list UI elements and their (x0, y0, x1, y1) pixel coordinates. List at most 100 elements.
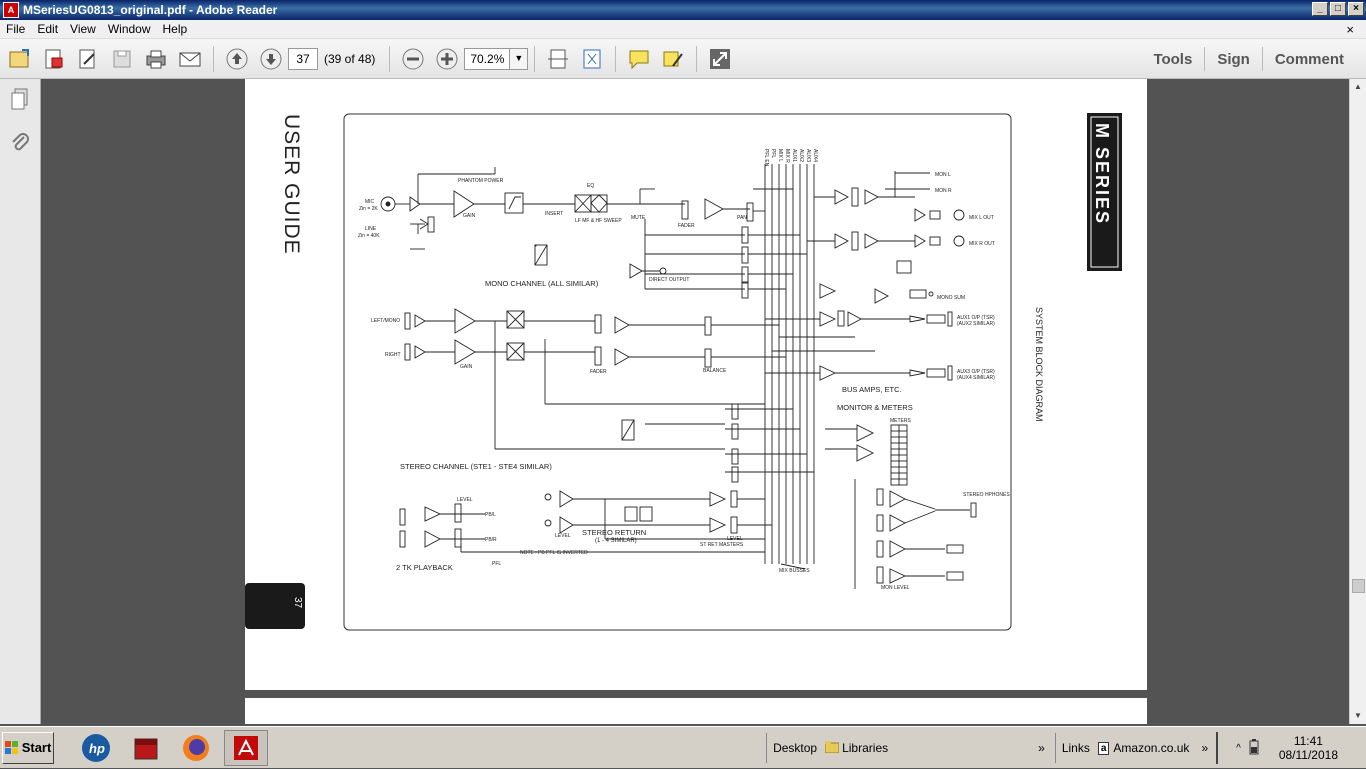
zoom-dropdown-icon[interactable]: ▼ (510, 47, 529, 70)
menu-help[interactable]: Help (162, 22, 188, 36)
clock[interactable]: 11:41 08/11/2018 (1279, 734, 1338, 762)
tray-separator (1216, 732, 1219, 764)
scroll-up-icon[interactable]: ▲ (1350, 79, 1366, 95)
bus-label: AUX3 (805, 149, 811, 162)
page-thumbnails-icon[interactable] (8, 87, 32, 114)
stereo-return-subtitle: (1 - 4 SIMILAR) (595, 538, 637, 544)
toolbar-separator (534, 45, 536, 72)
insert-label: INSERT (545, 211, 563, 217)
attachments-icon[interactable] (8, 131, 32, 158)
highlight-icon[interactable] (659, 45, 687, 73)
more-chevron-icon[interactable]: » (1201, 741, 1209, 755)
eq-label: EQ (587, 183, 594, 189)
phantom-label: PHANTOM POWER (458, 178, 504, 184)
masters (765, 171, 965, 381)
page-number-input[interactable]: 37 (288, 47, 318, 70)
vertical-scrollbar[interactable]: ▲ ▼ (1349, 79, 1366, 724)
meters-label: METERS (890, 418, 912, 424)
desktop-toolbar[interactable]: Desktop (773, 741, 818, 755)
fader-label: FADER (678, 223, 695, 229)
previous-page-icon[interactable] (223, 45, 251, 73)
clock-date: 08/11/2018 (1278, 748, 1338, 762)
page-count: (39 of 48) (324, 51, 376, 66)
sign-link[interactable]: Sign (1217, 50, 1250, 68)
system-tray: Desktop Libraries » Links a Amazon.co.uk… (766, 727, 1366, 769)
menu-view[interactable]: View (70, 22, 96, 36)
mute-label: MUTE (631, 215, 646, 221)
fit-page-icon[interactable] (578, 45, 606, 73)
start-button[interactable]: Start (2, 731, 54, 764)
close-document-button[interactable]: × (1346, 22, 1354, 37)
monitor-meters (825, 424, 977, 589)
m-series-logo (1087, 113, 1122, 271)
bus-labels: PFL EN PFL MIX L MIX R AUX1 AUX2 AUX3 AU… (763, 149, 818, 167)
diagram-frame (343, 113, 1012, 631)
mic-zin-label: Zin = 2K (359, 206, 378, 212)
print-icon[interactable] (142, 45, 170, 73)
save-icon[interactable] (108, 45, 136, 73)
bus-label: MIX L (777, 149, 783, 162)
line-zin-label: Zin = 40K (358, 233, 380, 239)
document-viewer[interactable]: USER GUIDE 37 M SERIES SYSTEM BLOCK DIAG… (41, 79, 1349, 724)
email-icon[interactable] (176, 45, 204, 73)
mix-l-out-label: MIX L OUT (969, 215, 994, 221)
libraries-link[interactable]: Libraries (842, 741, 889, 755)
show-hidden-icons[interactable]: ^ (1236, 742, 1241, 754)
minimize-button[interactable]: _ (1312, 2, 1328, 16)
clock-time: 11:41 (1293, 734, 1323, 748)
open-icon[interactable] (6, 45, 34, 73)
zoom-out-icon[interactable] (399, 45, 427, 73)
close-button[interactable]: × (1348, 2, 1364, 16)
level-label: LEVEL (457, 497, 473, 503)
mono-sum-label: MONO SUM (937, 295, 965, 301)
aux1-op-label: AUX1 O/P (TSR) (957, 315, 995, 321)
link-separator (1204, 47, 1206, 71)
expand-icon[interactable] (706, 45, 734, 73)
tk-playback (399, 503, 765, 553)
links-toolbar[interactable]: Links (1061, 741, 1090, 755)
bus-label: AUX4 (812, 149, 818, 162)
stereo-channel (404, 308, 814, 483)
windows-logo-icon (4, 740, 18, 754)
mix-r-out-label: MIX R OUT (969, 241, 995, 247)
aux2-similar-label: (AUX2 SIMILAR) (957, 321, 995, 327)
toolbar-separator (213, 45, 214, 72)
note-label: NOTE : PB PFL IS INVERTED (520, 550, 588, 556)
mon-l-label: MON L (935, 172, 951, 178)
firefox-icon[interactable] (174, 730, 218, 766)
adobe-reader-taskbar-icon[interactable] (224, 729, 268, 766)
edit-icon[interactable] (74, 45, 102, 73)
fader-label: FADER (590, 369, 607, 375)
app-box-icon[interactable] (124, 730, 168, 766)
toolbar: 37 (39 of 48) 70.2% ▼ Tools Sign Comment (0, 39, 1366, 79)
amazon-link[interactable]: Amazon.co.uk (1113, 741, 1190, 755)
menu-edit[interactable]: Edit (37, 22, 59, 36)
menu-window[interactable]: Window (107, 22, 151, 36)
tools-link[interactable]: Tools (1153, 50, 1193, 68)
zoom-level-input[interactable]: 70.2% (464, 47, 511, 70)
scroll-down-icon[interactable]: ▼ (1350, 708, 1366, 724)
title-bar: A MSeriesUG0813_original.pdf - Adobe Rea… (0, 0, 1366, 20)
start-label: Start (21, 740, 52, 755)
pan-label: PAN (737, 215, 747, 221)
menu-file[interactable]: File (6, 22, 26, 36)
fit-width-icon[interactable] (544, 45, 572, 73)
hp-app-icon[interactable]: hp (74, 730, 118, 766)
battery-icon[interactable] (1249, 738, 1259, 758)
taskbar: Start hp Desktop Libraries » Links a Ama… (0, 726, 1366, 768)
left-mono-label: LEFT/MONO (371, 318, 400, 324)
tray-separator (1054, 733, 1056, 763)
bus-label: PFL (770, 149, 776, 158)
stereo-return (544, 490, 772, 540)
scroll-thumb[interactable] (1352, 579, 1365, 593)
zoom-in-icon[interactable] (433, 45, 461, 73)
create-pdf-icon[interactable] (40, 45, 68, 73)
sticky-note-icon[interactable] (625, 45, 653, 73)
comment-link[interactable]: Comment (1274, 50, 1344, 68)
link-separator (1261, 47, 1263, 71)
next-page-icon[interactable] (257, 45, 285, 73)
adobe-reader-icon: A (3, 2, 19, 18)
mono-channel-title: MONO CHANNEL (ALL SIMILAR) (485, 279, 599, 288)
more-chevron-icon[interactable]: » (1038, 741, 1045, 755)
maximize-button[interactable]: □ (1330, 2, 1346, 16)
